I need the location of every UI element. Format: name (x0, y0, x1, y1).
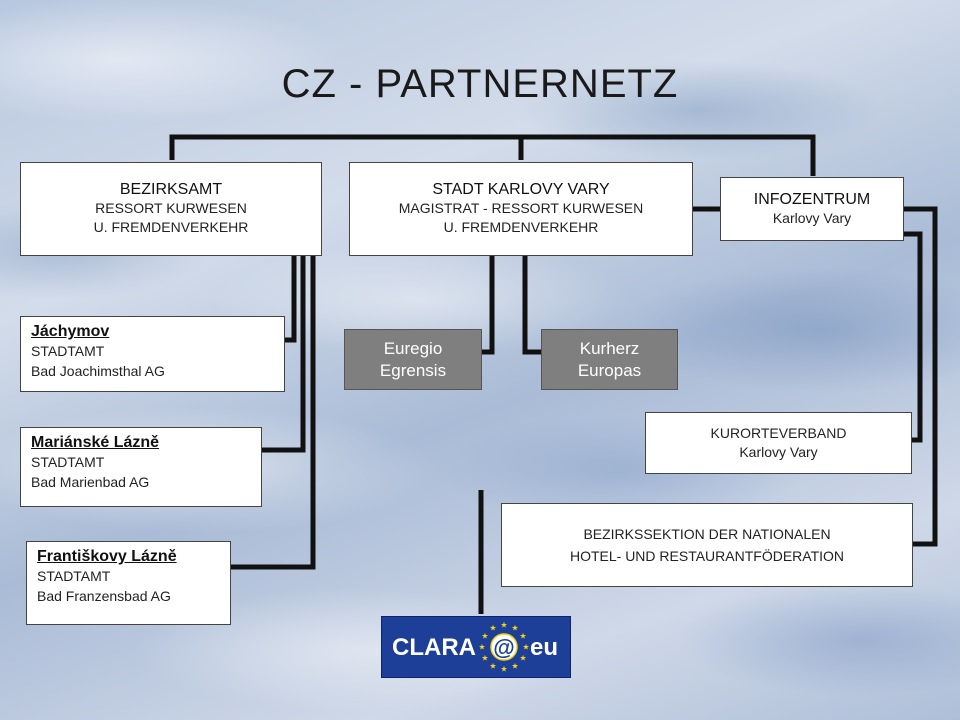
page-title: CZ - PARTNERNETZ (281, 62, 679, 106)
logo-star (500, 621, 508, 628)
logo-star (520, 632, 527, 639)
bezirksamt-line1: RESSORT KURWESEN (95, 200, 247, 216)
frantiskovy-title: Františkovy Lázně (37, 548, 177, 565)
frantiskovy-lazne-box: Františkovy Lázně STADTAMT Bad Franzensb… (26, 541, 231, 625)
stadt-line2: U. FREMDENVERKEHR (443, 219, 599, 235)
kurorteverband-line2: Karlovy Vary (739, 444, 818, 460)
logo-left-text: CLARA (392, 634, 476, 661)
logo-star (520, 654, 527, 661)
logo-star (481, 654, 488, 661)
infozentrum-title: INFOZENTRUM (753, 190, 871, 208)
kurorteverband-box: KURORTEVERBAND Karlovy Vary (645, 412, 912, 474)
infozentrum-box: INFOZENTRUM Karlovy Vary (720, 177, 904, 241)
logo-right-text: eu (530, 634, 559, 661)
marianske-title: Mariánské Lázně (31, 434, 160, 451)
euregio-egrensis-box: Euregio Egrensis (344, 329, 482, 390)
kurherz-line1: Kurherz (579, 338, 640, 358)
logo-star (500, 665, 508, 672)
bezirksamt-box: BEZIRKSAMT RESSORT KURWESEN U. FREMDENVE… (20, 162, 322, 256)
marianske-line2: Bad Marienbad AG (31, 474, 150, 490)
logo-at-symbol: @ (493, 635, 514, 660)
logo-star-ring: @ (478, 621, 530, 672)
bezirksamt-title: BEZIRKSAMT (119, 181, 223, 198)
marianske-lazne-box: Mariánské Lázně STADTAMT Bad Marienbad A… (20, 427, 262, 507)
jachymov-line1: STADTAMT (31, 343, 105, 359)
logo-star (489, 624, 497, 631)
bezirkssektion-line2: HOTEL- UND RESTAURANTFÖDERATION (569, 548, 845, 564)
stadt-title: STADT KARLOVY VARY (432, 181, 610, 198)
logo-star (478, 643, 486, 650)
logo-star (511, 624, 519, 631)
bezirkssektion-line1: BEZIRKSSEKTION DER NATIONALEN (583, 526, 831, 542)
kurherz-line2: Europas (577, 360, 642, 380)
logo-star (522, 643, 530, 650)
euregio-line1: Euregio (383, 338, 443, 358)
logo-star (489, 662, 497, 669)
kurherz-europas-box: Kurherz Europas (541, 329, 678, 390)
frantiskovy-line2: Bad Franzensbad AG (37, 588, 171, 604)
frantiskovy-line1: STADTAMT (37, 568, 111, 584)
kurorteverband-line1: KURORTEVERBAND (710, 425, 847, 441)
jachymov-title: Jáchymov (31, 323, 110, 340)
marianske-line1: STADTAMT (31, 454, 105, 470)
stadt-line1: MAGISTRAT - RESSORT KURWESEN (398, 200, 644, 216)
euregio-line2: Egrensis (379, 360, 447, 380)
logo-star (481, 632, 488, 639)
infozentrum-line1: Karlovy Vary (772, 209, 852, 226)
bezirkssektion-box: BEZIRKSSEKTION DER NATIONALEN HOTEL- UND… (501, 503, 913, 587)
clara-eu-logo: CLARA @ eu (381, 616, 571, 678)
jachymov-box: Jáchymov STADTAMT Bad Joachimsthal AG (20, 316, 285, 392)
bezirksamt-line2: U. FREMDENVERKEHR (93, 219, 249, 235)
logo-star (511, 662, 519, 669)
stadt-karlovy-vary-box: STADT KARLOVY VARY MAGISTRAT - RESSORT K… (349, 162, 693, 256)
jachymov-line2: Bad Joachimsthal AG (31, 363, 165, 379)
